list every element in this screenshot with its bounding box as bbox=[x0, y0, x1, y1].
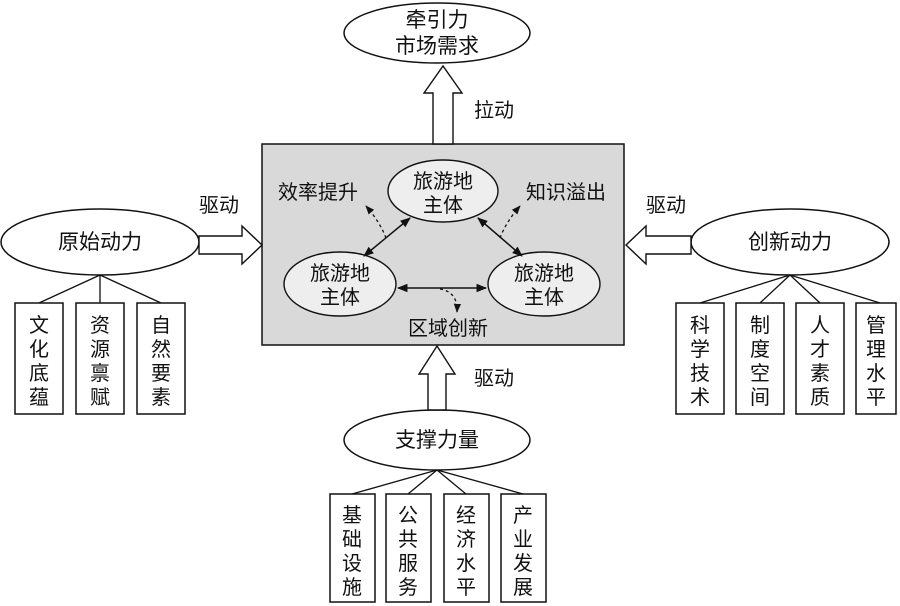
entity-top-line-2: 主体 bbox=[423, 193, 463, 217]
left-item-1-char-2: 化 bbox=[29, 337, 49, 361]
bottom-item-4-char-2: 业 bbox=[513, 527, 533, 551]
left-item-2-char-2: 源 bbox=[90, 337, 110, 361]
right-item-1-char-2: 学 bbox=[690, 337, 710, 361]
bottom-item-4-char-3: 发 bbox=[513, 551, 533, 575]
right-item-4-char-3: 水 bbox=[866, 361, 886, 385]
bottom-item-2-char-2: 共 bbox=[398, 527, 418, 551]
right-drive-arrow bbox=[624, 224, 692, 266]
entity-top-ellipse bbox=[387, 159, 499, 223]
right-items: 科 学 技 术 制 度 空 间 人 才 素 质 管 理 水 平 bbox=[675, 302, 897, 415]
left-item-2-char-4: 赋 bbox=[90, 385, 110, 409]
bottom-item-3-char-2: 济 bbox=[456, 527, 476, 551]
regional-innovation-label: 区域创新 bbox=[408, 316, 488, 340]
right-item-3-char-2: 才 bbox=[810, 337, 830, 361]
right-connector-lines bbox=[699, 274, 881, 304]
left-item-1-char-1: 文 bbox=[29, 313, 49, 337]
right-item-1-char-1: 科 bbox=[690, 313, 710, 337]
bottom-item-1-char-1: 基 bbox=[342, 503, 362, 527]
right-item-3-char-4: 质 bbox=[810, 385, 830, 409]
left-item-2-char-1: 资 bbox=[90, 313, 110, 337]
bottom-item-2-char-1: 公 bbox=[398, 503, 418, 527]
left-item-3-char-2: 然 bbox=[151, 337, 171, 361]
left-items: 文 化 底 蕴 资 源 禀 赋 自 然 要 素 bbox=[14, 302, 186, 415]
left-drive-label: 驱动 bbox=[199, 193, 239, 217]
entity-right-ellipse bbox=[487, 251, 601, 317]
bottom-drive-label: 驱动 bbox=[474, 366, 514, 390]
right-item-3-char-1: 人 bbox=[810, 313, 830, 337]
right-drive-label: 驱动 bbox=[646, 193, 686, 217]
regional-dashed-arrow bbox=[439, 288, 462, 313]
left-connector-lines bbox=[38, 274, 162, 304]
right-item-2-char-3: 空 bbox=[750, 361, 770, 385]
right-item-2-char-1: 制 bbox=[750, 313, 770, 337]
bottom-item-3-char-1: 经 bbox=[456, 503, 476, 527]
pull-arrow bbox=[422, 64, 464, 145]
innovation-force-title: 创新动力 bbox=[748, 230, 832, 254]
efficiency-label: 效率提升 bbox=[278, 180, 358, 204]
bottom-item-3-char-3: 水 bbox=[456, 551, 476, 575]
left-item-1-char-3: 底 bbox=[29, 361, 49, 385]
left-item-3-char-4: 素 bbox=[151, 385, 171, 409]
bottom-item-1-char-2: 础 bbox=[342, 527, 362, 551]
left-item-2-char-3: 禀 bbox=[90, 361, 110, 385]
right-item-4-char-1: 管 bbox=[866, 313, 886, 337]
entity-left-line-1: 旅游地 bbox=[310, 261, 370, 285]
left-item-1-char-4: 蕴 bbox=[29, 385, 49, 409]
traction-line-1: 牵引力 bbox=[406, 8, 469, 32]
left-item-3-char-1: 自 bbox=[151, 313, 171, 337]
traction-line-2: 市场需求 bbox=[395, 34, 479, 58]
original-force-title: 原始动力 bbox=[58, 230, 142, 254]
bottom-item-1-char-4: 施 bbox=[342, 575, 362, 599]
left-item-3-char-3: 要 bbox=[151, 361, 171, 385]
bottom-drive-arrow bbox=[417, 344, 457, 411]
bottom-item-3-char-4: 平 bbox=[456, 575, 476, 599]
bottom-items: 基 础 设 施 公 共 服 务 经 济 水 平 产 业 发 展 bbox=[329, 493, 547, 603]
knowledge-label: 知识溢出 bbox=[526, 180, 606, 204]
right-item-4-char-4: 平 bbox=[866, 385, 886, 409]
traction-ellipse bbox=[343, 2, 531, 64]
bottom-item-4-char-4: 展 bbox=[513, 575, 533, 599]
entity-top-line-1: 旅游地 bbox=[413, 169, 473, 193]
right-item-3-char-3: 素 bbox=[810, 361, 830, 385]
support-force-title: 支撑力量 bbox=[395, 428, 479, 452]
entity-right-line-1: 旅游地 bbox=[514, 261, 574, 285]
entity-left-ellipse bbox=[283, 251, 397, 317]
right-item-4-char-2: 理 bbox=[866, 337, 886, 361]
right-item-1-char-4: 术 bbox=[690, 385, 710, 409]
bottom-item-4-char-1: 产 bbox=[513, 503, 533, 527]
bottom-connector-lines bbox=[351, 469, 524, 495]
right-item-2-char-4: 间 bbox=[750, 385, 770, 409]
bottom-item-2-char-4: 务 bbox=[398, 575, 418, 599]
entity-left-line-2: 主体 bbox=[320, 285, 360, 309]
bottom-item-2-char-3: 服 bbox=[398, 551, 418, 575]
entity-right-line-2: 主体 bbox=[524, 285, 564, 309]
left-drive-arrow bbox=[198, 224, 264, 266]
pull-label: 拉动 bbox=[474, 98, 514, 122]
link-top-left-arrow bbox=[363, 217, 411, 257]
right-item-1-char-3: 技 bbox=[690, 361, 710, 385]
right-item-2-char-2: 度 bbox=[750, 337, 770, 361]
bottom-item-1-char-3: 设 bbox=[342, 551, 362, 575]
